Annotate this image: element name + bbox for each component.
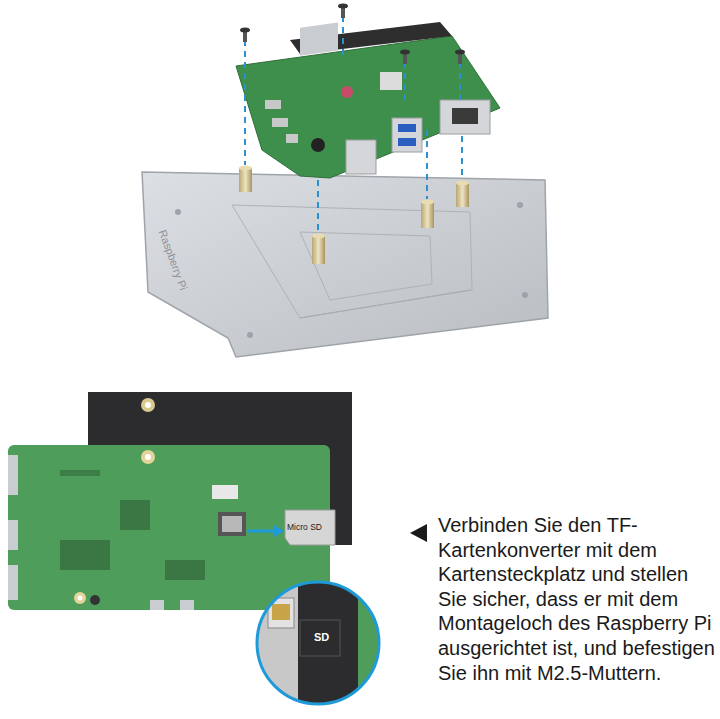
screw (240, 28, 250, 33)
card-label: Micro SD (287, 522, 322, 532)
raspberry-pi-board (346, 140, 376, 174)
zoom-inset (300, 620, 340, 656)
raspberry-pi-board (8, 445, 330, 610)
mounting-plate (300, 290, 470, 318)
pointer-arrow (274, 525, 284, 537)
raspberry-pi-board (236, 22, 500, 178)
screw-guide (404, 62, 406, 100)
raspberry-pi-board (222, 516, 242, 532)
raspberry-pi-board (341, 86, 353, 98)
raspberry-pi-board (300, 22, 338, 55)
raspberry-pi-board (392, 118, 422, 152)
zoom-inset (250, 575, 390, 715)
standoff (312, 236, 325, 264)
micro-sd-card (285, 510, 335, 545)
instruction-note: Verbinden Sie den TF-Kartenkonverter mit… (438, 513, 718, 685)
raspberry-pi-board (74, 592, 86, 604)
raspberry-pi-board (8, 520, 18, 550)
mounting-plate (517, 202, 523, 208)
raspberry-pi-board (90, 595, 100, 605)
raspberry-pi-board (311, 138, 325, 152)
zoom-inset (250, 575, 390, 715)
mounting-plate (300, 232, 432, 300)
standoff (239, 166, 469, 265)
raspberry-pi-board (265, 100, 281, 109)
screw (400, 50, 410, 55)
screw-guide (459, 62, 461, 100)
raspberry-pi-board (272, 118, 288, 127)
mounting-plate (175, 209, 181, 215)
raspberry-pi-board (141, 450, 155, 464)
zoom-inset (272, 604, 290, 620)
standoff (312, 234, 325, 239)
screw-guide (426, 130, 428, 199)
standoff (456, 183, 469, 207)
bullet-triangle (410, 524, 427, 542)
zoom-inset (257, 582, 379, 704)
raspberry-pi-board (145, 454, 151, 460)
screw-guide (342, 16, 344, 60)
standoff (421, 202, 434, 228)
raspberry-pi-board (236, 36, 500, 178)
raspberry-pi-board (398, 124, 416, 132)
raspberry-pi-board (150, 600, 164, 610)
raspberry-pi-board (452, 108, 478, 124)
raspberry-pi-board (8, 455, 18, 495)
tf-card-converter (141, 398, 155, 412)
raspberry-pi-board (218, 512, 246, 536)
raspberry-pi-board (120, 500, 150, 530)
micro-sd-card (285, 510, 335, 545)
mounting-plate (142, 172, 548, 357)
raspberry-pi-board (380, 72, 402, 90)
raspberry-pi-board (78, 596, 83, 601)
screw (240, 4, 465, 65)
standoff (239, 166, 252, 171)
mounting-plate (232, 205, 472, 318)
mounting-plate (522, 292, 528, 298)
raspberry-pi-board (180, 600, 194, 610)
bullet-triangle (410, 524, 427, 542)
standoff (239, 168, 252, 192)
raspberry-pi-board (165, 560, 205, 580)
card-label: SD (314, 631, 329, 643)
pointer-arrow (248, 525, 284, 537)
pointer-arrow (248, 530, 276, 533)
screw (455, 50, 465, 55)
screw-guide (461, 136, 463, 180)
standoff (456, 181, 469, 186)
mounting-plate (142, 172, 548, 357)
raspberry-pi-board (60, 470, 100, 476)
zoom-inset (250, 575, 390, 715)
raspberry-pi-board (440, 100, 490, 134)
standoff (421, 200, 434, 205)
raspberry-pi-board (398, 138, 416, 146)
raspberry-pi-board (60, 540, 110, 570)
raspberry-pi-board (212, 485, 238, 499)
raspberry-pi-board (8, 565, 18, 600)
screw-guide (245, 16, 462, 233)
screw (338, 4, 348, 9)
mounting-plate (247, 332, 253, 338)
raspberry-pi-board (8, 445, 330, 610)
tf-card-converter (145, 402, 151, 408)
screw-guide (244, 40, 246, 165)
screw-guide (317, 180, 319, 233)
raspberry-pi-board (286, 134, 298, 143)
